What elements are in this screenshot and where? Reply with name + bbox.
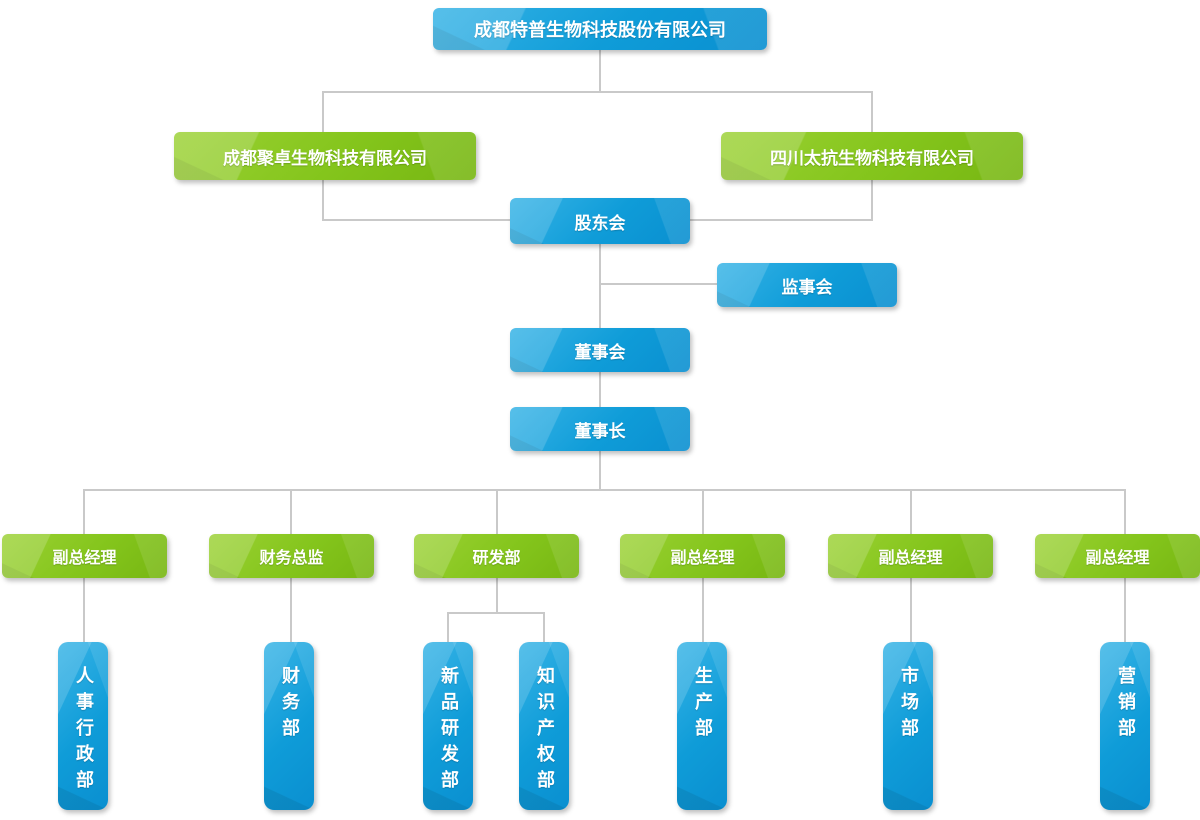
node-hr-admin-dept: 人事行政部	[58, 642, 108, 810]
node-parent-company: 成都特普生物科技股份有限公司	[433, 8, 767, 50]
node-label: 研发部	[472, 548, 521, 567]
connector-line	[83, 578, 85, 642]
node-label: 董事会	[574, 342, 626, 363]
node-label: 监事会	[781, 277, 833, 298]
node-label: 人事行政部	[73, 666, 94, 796]
node-deputy-gm-2: 副总经理	[620, 534, 785, 578]
connector-line	[910, 578, 912, 642]
connector-line	[290, 490, 292, 534]
node-label: 成都聚卓生物科技有限公司	[223, 148, 427, 169]
connector-line	[447, 613, 449, 642]
node-subsidiary-right: 四川太抗生物科技有限公司	[721, 132, 1023, 180]
connector-line	[1124, 578, 1126, 642]
node-label: 董事长	[574, 421, 626, 442]
connector-line	[599, 244, 601, 328]
connector-line	[1124, 490, 1126, 534]
node-label: 副总经理	[878, 548, 943, 567]
connector-line	[600, 283, 717, 285]
node-sales-dept: 营销部	[1100, 642, 1150, 810]
node-ip-dept: 知识产权部	[519, 642, 569, 810]
connector-line	[83, 489, 1126, 491]
connector-line	[290, 578, 292, 642]
node-finance-director: 财务总监	[209, 534, 374, 578]
connector-line	[496, 578, 498, 614]
node-board-of-directors: 董事会	[510, 328, 690, 372]
node-label: 副总经理	[1085, 548, 1150, 567]
node-rnd-dept: 研发部	[414, 534, 579, 578]
node-label: 股东会	[574, 213, 626, 234]
connector-line	[702, 490, 704, 534]
node-shareholders-meeting: 股东会	[510, 198, 690, 244]
connector-line	[910, 490, 912, 534]
node-label: 四川太抗生物科技有限公司	[770, 148, 974, 169]
connector-line	[83, 490, 85, 534]
node-deputy-gm-3: 副总经理	[828, 534, 993, 578]
node-label: 知识产权部	[534, 666, 555, 796]
connector-line	[496, 490, 498, 534]
connector-line	[599, 451, 601, 491]
connector-line	[447, 612, 545, 614]
node-subsidiary-left: 成都聚卓生物科技有限公司	[174, 132, 476, 180]
node-market-dept: 市场部	[883, 642, 933, 810]
connector-line	[599, 372, 601, 407]
node-label: 成都特普生物科技股份有限公司	[474, 20, 726, 41]
node-label: 副总经理	[670, 548, 735, 567]
node-label: 副总经理	[52, 548, 117, 567]
connector-line	[702, 578, 704, 642]
node-supervisory-board: 监事会	[717, 263, 897, 307]
node-label: 营销部	[1115, 666, 1136, 744]
node-finance-dept: 财务部	[264, 642, 314, 810]
connector-line	[543, 613, 545, 642]
node-label: 市场部	[898, 666, 919, 744]
node-chairman: 董事长	[510, 407, 690, 451]
connector-line	[599, 50, 601, 92]
node-label: 生产部	[692, 666, 713, 744]
node-deputy-gm-4: 副总经理	[1035, 534, 1200, 578]
node-label: 财务总监	[259, 548, 324, 567]
node-label: 新品研发部	[438, 666, 459, 796]
node-label: 财务部	[279, 666, 300, 744]
node-production-dept: 生产部	[677, 642, 727, 810]
node-deputy-gm-1: 副总经理	[2, 534, 167, 578]
connector-line	[322, 91, 873, 93]
node-new-product-rnd-dept: 新品研发部	[423, 642, 473, 810]
